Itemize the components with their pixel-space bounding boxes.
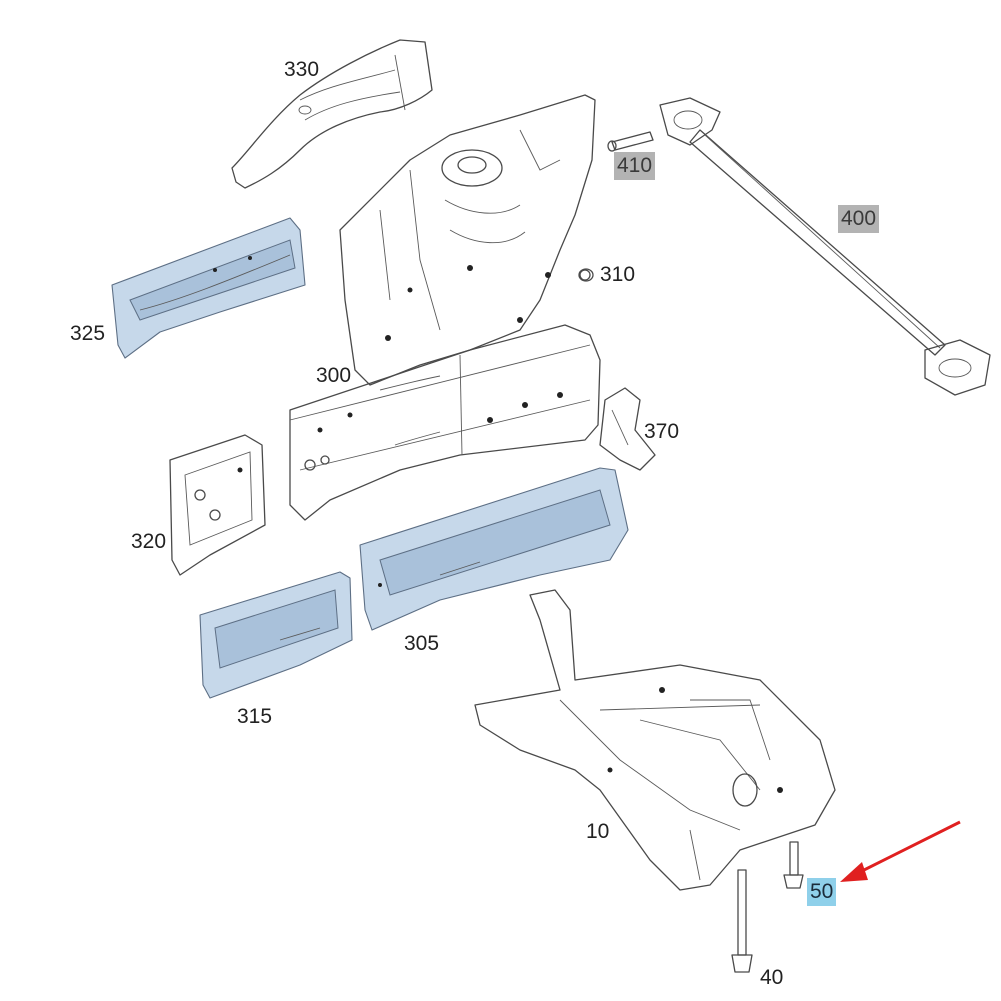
callout-315: 315 bbox=[237, 705, 273, 728]
part-300-front-structure bbox=[289, 94, 601, 521]
part-325-reinforcement bbox=[111, 217, 306, 359]
part-40-bolt bbox=[731, 869, 753, 973]
part-370-bracket bbox=[599, 387, 656, 471]
callout-310: 310 bbox=[600, 263, 636, 286]
part-400-strut-brace bbox=[659, 97, 991, 396]
part-10-subframe bbox=[474, 589, 836, 891]
callout-305: 305 bbox=[404, 632, 440, 655]
callout-50: 50 bbox=[807, 878, 837, 906]
part-330-wheel-arch bbox=[231, 39, 433, 189]
pointer-arrow bbox=[840, 820, 961, 882]
callout-410: 410 bbox=[614, 152, 656, 180]
callout-400: 400 bbox=[838, 205, 880, 233]
callout-325: 325 bbox=[70, 322, 106, 345]
part-50-bolt bbox=[783, 841, 804, 889]
part-305-rail bbox=[359, 467, 629, 631]
callout-300: 300 bbox=[316, 364, 352, 387]
part-315-rail bbox=[199, 571, 353, 699]
callout-40: 40 bbox=[760, 966, 784, 989]
callout-370: 370 bbox=[644, 420, 680, 443]
part-310-grommet bbox=[578, 268, 594, 282]
part-320-bracket bbox=[169, 434, 266, 576]
callout-10: 10 bbox=[586, 820, 610, 843]
callout-320: 320 bbox=[131, 530, 167, 553]
callout-330: 330 bbox=[284, 58, 320, 81]
part-410-bolt bbox=[607, 131, 654, 152]
